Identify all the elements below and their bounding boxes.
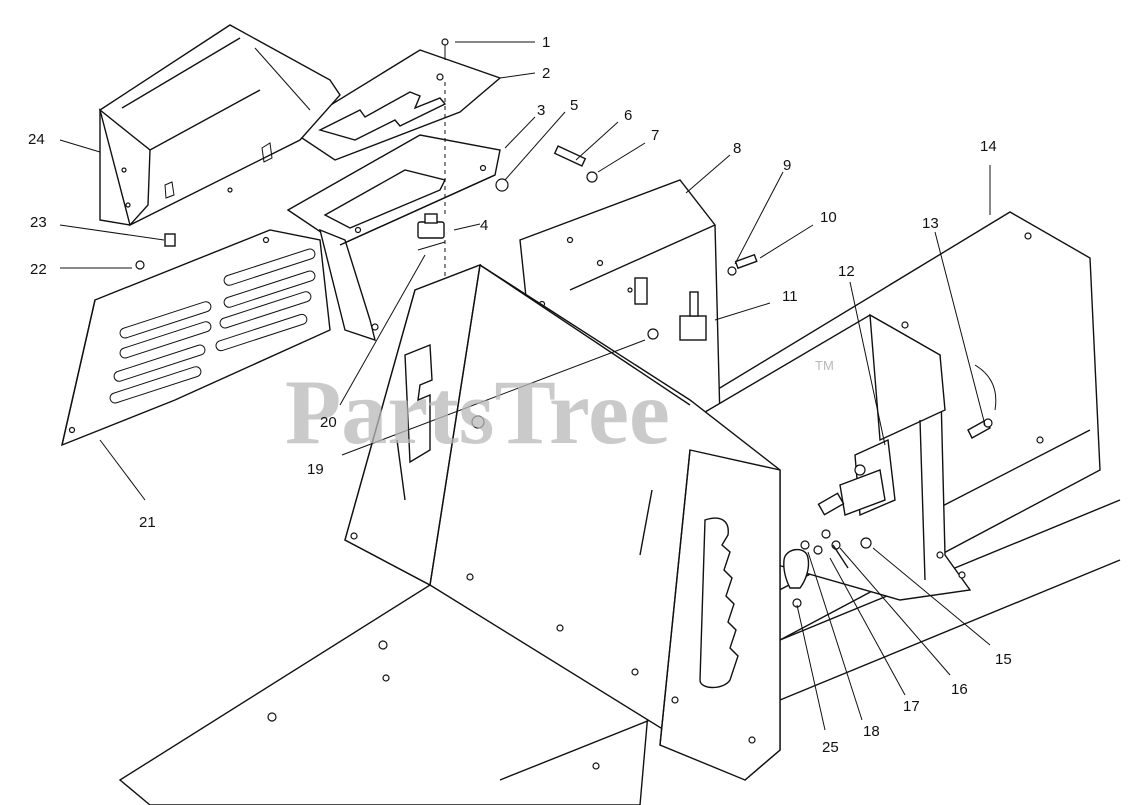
callout-2: 2 (542, 65, 550, 82)
clip-23 (164, 233, 176, 247)
callout-22: 22 (30, 261, 47, 278)
louvered-grille (61, 229, 331, 447)
nut-11 (647, 328, 659, 340)
cover-plate (288, 49, 502, 161)
fasteners (164, 38, 758, 341)
louver-slots (109, 248, 316, 404)
base-plate (118, 584, 701, 805)
watermark: PartsTree TM (285, 358, 834, 463)
callout-1: 1 (542, 34, 550, 51)
callout-14: 14 (980, 138, 997, 155)
side-panel (659, 449, 781, 781)
relay (679, 315, 707, 341)
bolt-6 (553, 145, 587, 167)
callout-17: 17 (903, 698, 920, 715)
screw-1 (441, 38, 449, 46)
callout-3: 3 (537, 102, 545, 119)
callout-8: 8 (733, 140, 741, 157)
callout-12: 12 (838, 263, 855, 280)
callout-5: 5 (570, 97, 578, 114)
callout-7: 7 (651, 127, 659, 144)
watermark-tm: TM (815, 358, 834, 373)
leader-lines (59, 41, 991, 731)
callout-25: 25 (822, 739, 839, 756)
rear-cover (98, 24, 341, 227)
callout-21: 21 (139, 514, 156, 531)
callout-13: 13 (922, 215, 939, 232)
switch-4 (417, 213, 446, 251)
callout-18: 18 (863, 723, 880, 740)
callout-6: 6 (624, 107, 632, 124)
nut-5 (495, 178, 509, 192)
callout-19: 19 (307, 461, 324, 478)
ignition-key (783, 548, 810, 608)
bolt-10 (734, 253, 758, 270)
callout-20: 20 (320, 414, 337, 431)
callout-15: 15 (995, 651, 1012, 668)
callout-23: 23 (30, 214, 47, 231)
washer-9 (727, 266, 737, 276)
callout-11: 11 (782, 288, 798, 305)
switch-assembly (800, 438, 896, 569)
bracket-3 (286, 134, 501, 342)
callout-10: 10 (820, 209, 837, 226)
callout-9: 9 (783, 157, 791, 174)
callout-24: 24 (28, 131, 45, 148)
callout-16: 16 (951, 681, 968, 698)
callout-4: 4 (480, 217, 488, 234)
watermark-text: PartsTree (285, 361, 670, 463)
washer-7 (586, 171, 598, 183)
callout-labels: 1 2 3 4 5 6 7 8 9 10 11 12 13 14 15 16 1… (28, 34, 1012, 756)
